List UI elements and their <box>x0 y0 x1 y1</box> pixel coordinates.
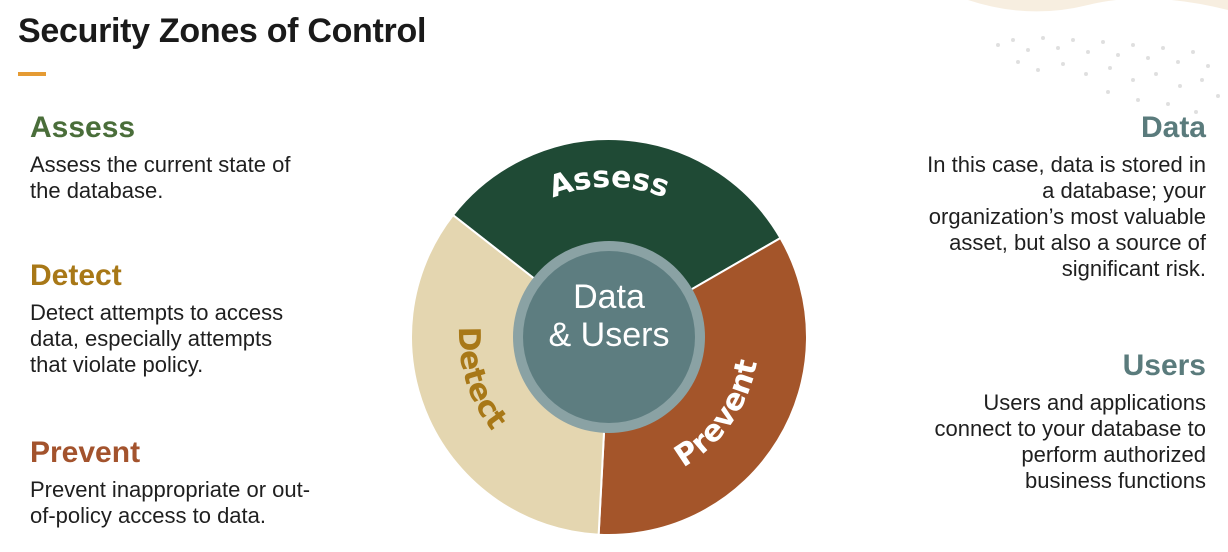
security-zones-wheel: Assess Prevent Detect Data & Users <box>410 138 808 536</box>
title-accent-rule <box>18 72 46 76</box>
data-text-line: a database; your <box>1042 178 1206 203</box>
assess-heading: Assess <box>30 111 136 144</box>
prevent-text-line: of-policy access to data. <box>30 503 267 528</box>
prevent-description: Prevent Prevent inappropriate or out- of… <box>30 435 390 529</box>
users-description: Users Users and applications connect to … <box>876 348 1206 494</box>
prevent-heading: Prevent <box>30 436 141 469</box>
users-text-line: connect to your database to <box>934 416 1206 441</box>
prevent-text: Prevent inappropriate or out- of-policy … <box>30 477 390 529</box>
page-title: Security Zones of Control <box>18 12 427 50</box>
data-text-line: significant risk. <box>1061 256 1206 281</box>
prevent-segment <box>597 236 808 536</box>
data-text-line: organization’s most valuable <box>928 204 1206 229</box>
data-heading: Data <box>1140 111 1206 144</box>
data-text: In this case, data is stored in a databa… <box>876 152 1206 282</box>
assess-text: Assess the current state of the database… <box>30 152 390 204</box>
detect-segment <box>410 213 611 536</box>
assess-text-line: the database. <box>30 178 164 203</box>
detect-text-line: that violate policy. <box>30 352 204 377</box>
data-description: Data In this case, data is stored in a d… <box>876 110 1206 282</box>
assess-description: Assess Assess the current state of the d… <box>30 110 390 204</box>
users-text-line: business functions <box>1025 468 1206 493</box>
users-heading: Users <box>1122 349 1206 382</box>
users-text-line: Users and applications <box>983 390 1206 415</box>
center-disc <box>523 251 695 423</box>
detect-text: Detect attempts to access data, especial… <box>30 300 390 378</box>
decorative-texture-pattern <box>968 0 1228 114</box>
users-text: Users and applications connect to your d… <box>876 390 1206 494</box>
data-text-line: asset, but also a source of <box>949 230 1206 255</box>
prevent-text-line: Prevent inappropriate or out- <box>30 477 311 502</box>
detect-heading: Detect <box>30 259 122 292</box>
data-text-line: In this case, data is stored in <box>927 152 1206 177</box>
assess-text-line: Assess the current state of <box>30 152 291 177</box>
center-label-line1: Data <box>573 278 645 316</box>
center-label-line2: & Users <box>549 316 670 354</box>
users-text-line: perform authorized <box>1021 442 1206 467</box>
assess-segment <box>451 138 782 339</box>
detect-text-line: Detect attempts to access <box>30 300 284 325</box>
detect-text-line: data, especially attempts <box>30 326 273 351</box>
detect-description: Detect Detect attempts to access data, e… <box>30 258 390 378</box>
